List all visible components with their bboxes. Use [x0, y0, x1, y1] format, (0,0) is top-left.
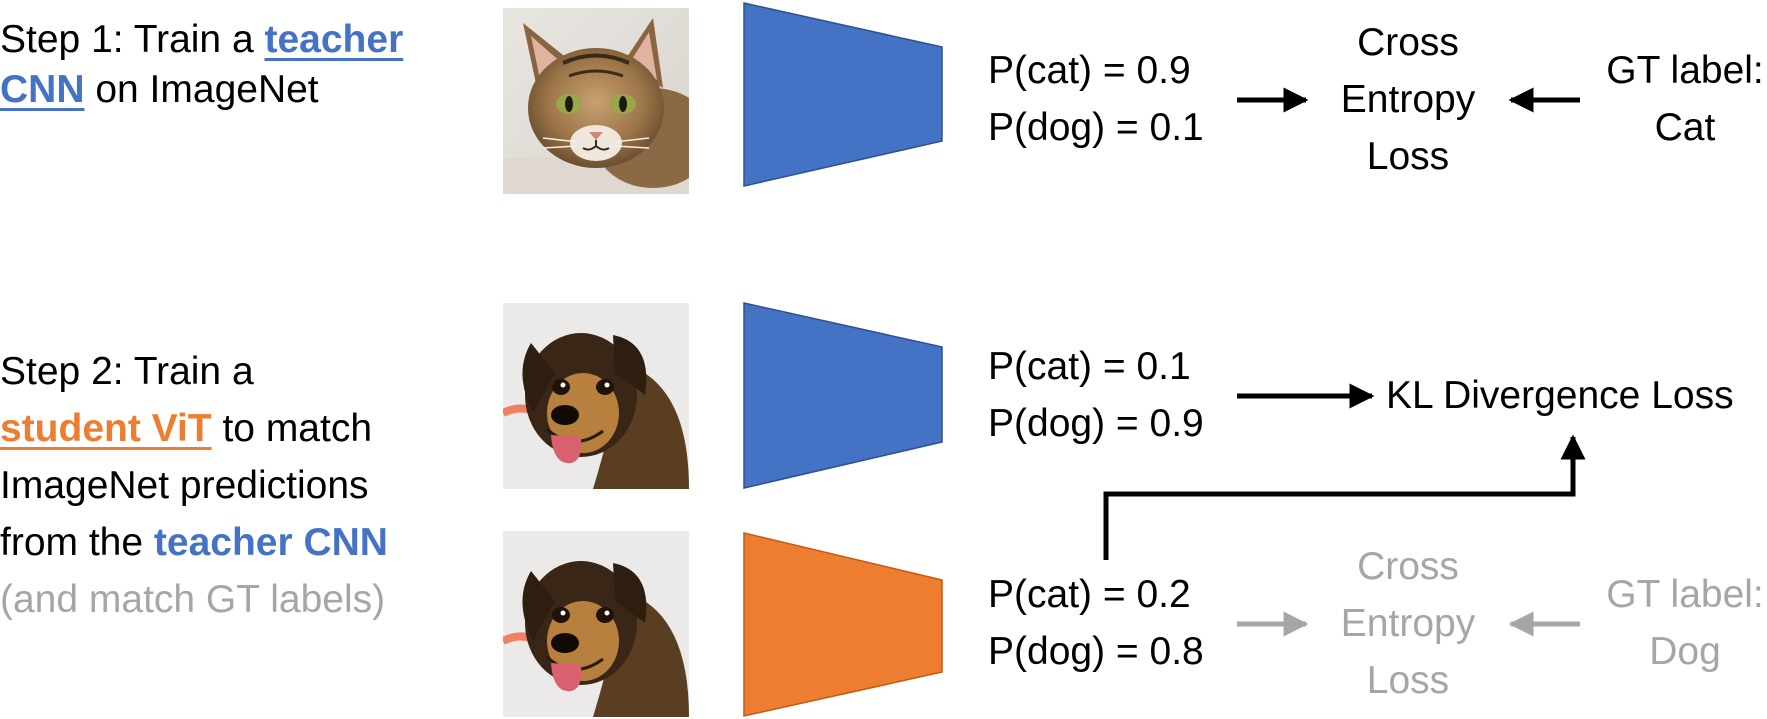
step1-ce-loss-line2: Entropy [1340, 78, 1476, 121]
step2-line3: ImageNet predictions [0, 464, 369, 507]
step1-gt-label-line2: Cat [1654, 106, 1716, 149]
teacher-cnn-network-step2 [743, 302, 943, 489]
step2-line5: (and match GT labels) [0, 578, 386, 621]
step2-teacher-highlight: teacher CNN [153, 521, 388, 564]
student-vit-network [743, 532, 943, 717]
step2-line4: from the teacher CNN [0, 514, 388, 572]
teacher-cnn-network-step1 [743, 2, 943, 187]
step2-teacher-prob-cat: P(cat) = 0.1 [988, 345, 1191, 388]
step1-prob-cat: P(cat) = 0.9 [988, 49, 1191, 92]
cat-photo [503, 8, 689, 194]
step2-student-highlight: student ViT [0, 407, 212, 450]
step2-line4-prefix: from the [0, 521, 154, 564]
step2-line2-suffix: to match [211, 407, 373, 450]
step2-student-prob-dog: P(dog) = 0.8 [988, 630, 1204, 673]
step1-gt-label-line1: GT label: [1606, 49, 1764, 92]
dog-photo-teacher [503, 303, 689, 489]
step2-gt-label-line1: GT label: [1606, 573, 1764, 616]
step2-teacher-prob-dog: P(dog) = 0.9 [988, 402, 1204, 445]
step2-line1: Step 2: Train a [0, 350, 254, 393]
step2-ce-loss-line1: Cross [1357, 545, 1459, 588]
kl-divergence-loss: KL Divergence Loss [1386, 374, 1734, 417]
step2-line2: student ViT to match [0, 400, 372, 458]
step1-ce-loss-line3: Loss [1366, 135, 1450, 178]
step2-ce-loss-line3: Loss [1366, 659, 1450, 702]
step1-description: Step 1: Train a teacher [0, 11, 403, 69]
step1-cnn-highlight: CNN [0, 68, 85, 111]
step1-description-line2: CNN on ImageNet [0, 61, 319, 119]
step1-suffix: on ImageNet [84, 68, 319, 111]
arrow-student-probs-to-kl-loss [1103, 434, 1586, 560]
step2-gt-label-line2: Dog [1649, 630, 1721, 673]
step2-student-prob-cat: P(cat) = 0.2 [988, 573, 1191, 616]
step1-prefix: Step 1: Train a [0, 18, 265, 61]
dog-photo-student [503, 531, 689, 717]
step1-prob-dog: P(dog) = 0.1 [988, 106, 1204, 149]
step1-teacher-highlight: teacher [264, 18, 404, 61]
step1-ce-loss-line1: Cross [1357, 21, 1459, 64]
step2-ce-loss-line2: Entropy [1340, 602, 1476, 645]
